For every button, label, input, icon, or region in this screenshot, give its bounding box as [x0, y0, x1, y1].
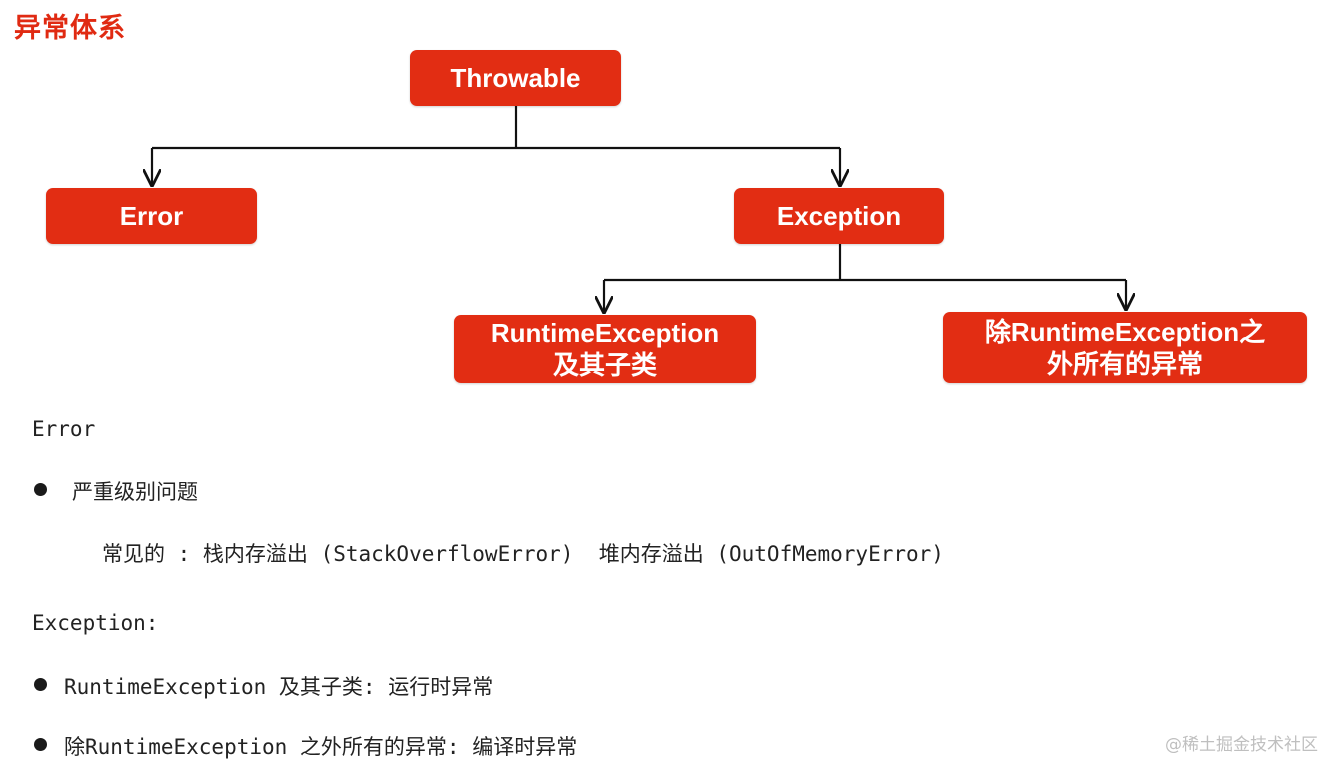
bullet-dot: [34, 483, 47, 496]
error-bullet-text: 严重级别问题: [72, 480, 198, 504]
watermark: @稀土掘金技术社区: [1165, 735, 1318, 755]
node-exception: Exception: [734, 188, 944, 244]
node-exception-label: Exception: [776, 201, 902, 231]
node-error: Error: [46, 188, 257, 244]
node-throwable: Throwable: [410, 50, 621, 106]
node-runtime-exception: RuntimeException 及其子类: [454, 315, 756, 383]
error-heading: Error: [32, 417, 96, 441]
node-runtime-exception-line-1: RuntimeException: [490, 318, 720, 348]
node-other-exceptions-line-2: 外所有的异常: [1046, 348, 1203, 379]
bullet-dot: [34, 678, 47, 691]
exception-heading: Exception:: [32, 611, 159, 635]
error-examples: 常见的 : 栈内存溢出 (StackOverflowError) 堆内存溢出 (…: [102, 542, 944, 566]
bullet-dot: [34, 738, 47, 751]
exception-bullet-1-text: RuntimeException 及其子类: 运行时异常: [64, 675, 494, 699]
node-other-exceptions-line-1: 除RuntimeException之: [984, 316, 1266, 347]
node-error-label: Error: [119, 201, 184, 231]
node-runtime-exception-line-2: 及其子类: [552, 350, 657, 380]
node-throwable-label: Throwable: [450, 63, 581, 93]
node-other-exceptions: 除RuntimeException之 外所有的异常: [943, 312, 1307, 383]
page-title: 异常体系: [14, 13, 126, 44]
exception-bullet-2-text: 除RuntimeException 之外所有的异常: 编译时异常: [64, 735, 578, 759]
